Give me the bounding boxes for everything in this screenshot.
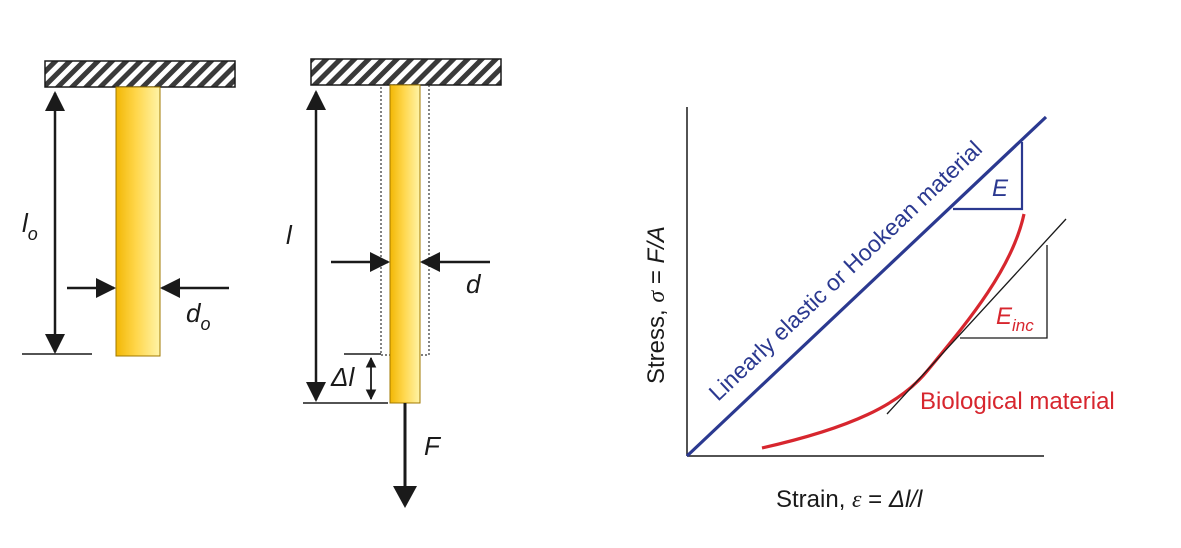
- right-length-label: l: [286, 220, 293, 250]
- hookean-line: [685, 115, 1048, 458]
- tangent-line: [886, 218, 1067, 415]
- right-diameter-label: d: [466, 269, 482, 299]
- left-rod: [115, 86, 161, 357]
- left-length-label: lo: [22, 208, 38, 244]
- incremental-modulus-triangle: [960, 245, 1048, 339]
- elongation-label: Δl: [330, 362, 355, 392]
- right-rod: [389, 84, 421, 404]
- y-axis-label: Stress, σ = F/A: [643, 226, 670, 384]
- force-label: F: [424, 431, 442, 461]
- modulus-triangle: [953, 142, 1024, 211]
- biological-label: Biological material: [920, 388, 1115, 415]
- deformed-rod-group: l Δl d F: [286, 58, 502, 508]
- modulus-label: E: [992, 175, 1009, 202]
- left-ceiling-icon: [44, 60, 236, 88]
- hookean-label: Linearly elastic or Hookean material: [704, 136, 988, 406]
- stress-strain-graph: Stress, σ = F/A Strain, ε = Δl/l Linearl…: [643, 107, 1115, 513]
- right-ceiling-icon: [310, 58, 502, 86]
- down-arrow-icon: [393, 486, 417, 508]
- incremental-modulus-label: Einc: [996, 303, 1034, 335]
- undeformed-rod-group: lo do: [22, 60, 236, 357]
- left-diameter-label: do: [186, 298, 210, 334]
- x-axis-label: Strain, ε = Δl/l: [776, 486, 923, 513]
